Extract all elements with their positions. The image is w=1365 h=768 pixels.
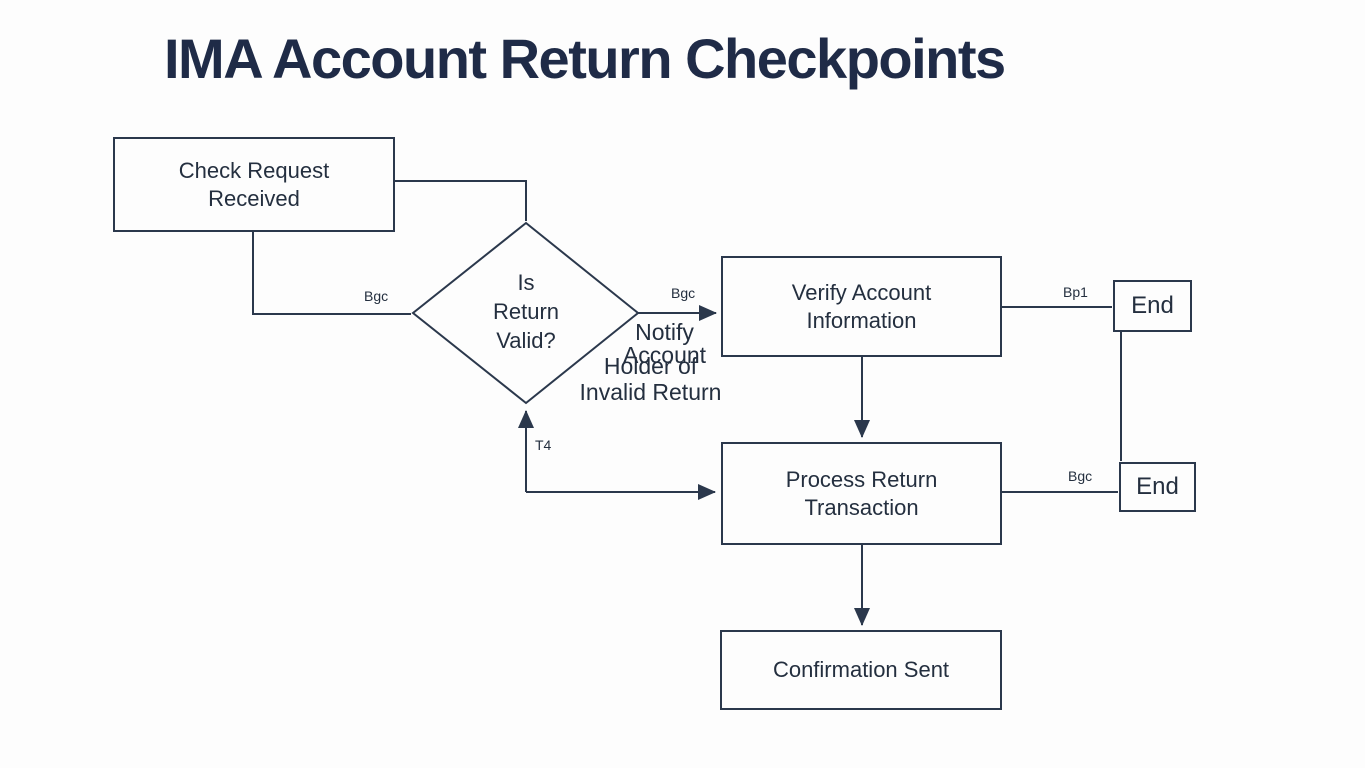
node-confirmation-sent: Confirmation Sent [720,630,1002,710]
edge-label-loop-back: T4 [535,437,552,453]
decision-diamond-shape [411,221,640,405]
annotation-holder-of-invalid-return: Holder of Invalid Return [579,353,722,405]
node-check-request-received: Check Request Received [113,137,395,232]
node-end-top: End [1113,280,1192,332]
page-title: IMA Account Return Checkpoints [164,27,1006,90]
node-verify-account-information: Verify Account Information [721,256,1002,357]
node-end-bottom: End [1119,462,1196,512]
edge-label-check-to-decision: Bgc [364,288,389,304]
connector-check-to-decision-left [252,231,411,315]
edge-label-process-to-end: Bgc [1068,468,1093,484]
connector-check-to-decision-top [394,180,527,221]
node-decision-is-return-valid-label: Is Return Valid? [492,270,560,353]
annotation-notify-account: Notify Account [622,319,707,368]
node-process-return-transaction: Process Return Transaction [721,442,1002,545]
edge-label-decision-to-verify: Bgc [671,285,696,301]
edge-label-verify-to-end: Bp1 [1063,284,1088,300]
